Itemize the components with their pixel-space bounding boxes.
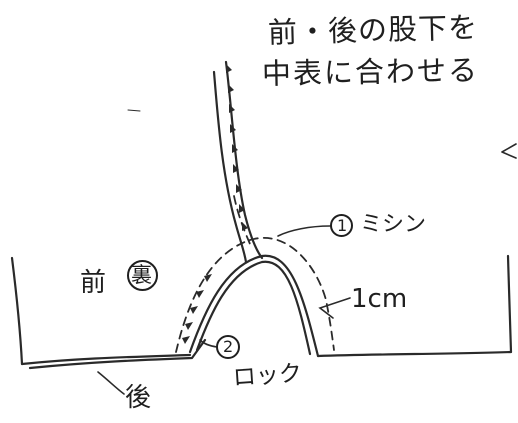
step1-number: 1: [337, 216, 348, 235]
leader-back: [97, 371, 125, 395]
front-label: 前: [80, 268, 107, 298]
right-leg-outer-edge: [506, 254, 513, 354]
leader-step1: [277, 225, 331, 237]
inside-badge: 裏: [127, 260, 158, 291]
step2-number: 2: [223, 337, 234, 356]
right-crotch-line: [316, 350, 513, 358]
back-label: 後: [125, 383, 152, 413]
crotch-arch-inner: [195, 260, 312, 356]
step2-label: ロック: [232, 360, 303, 392]
stitch-line-arch: [175, 237, 335, 353]
stitch-line-inseam: [233, 195, 251, 245]
step1-label: ミシン: [360, 212, 427, 237]
seam-allowance-indicator: [318, 297, 351, 319]
step2-number-badge: 2: [216, 335, 240, 359]
back-crotch-line: [20, 353, 192, 366]
seam-allowance-label: 1cm: [351, 284, 408, 314]
step1-number-badge: 1: [330, 214, 353, 237]
inside-label: 裏: [131, 263, 152, 287]
serger-zigzag-inseam: [226, 64, 248, 231]
stray-mark: [127, 109, 141, 112]
inseam-strip-left: [212, 70, 248, 264]
left-leg-outer-edge: [10, 256, 24, 366]
instruction-line-1: 前・後の股下を: [267, 10, 479, 50]
back-layer-outline: [28, 338, 207, 370]
inseam-strip-right: [224, 60, 264, 260]
serger-zigzag-arch: [182, 274, 212, 344]
leader-step2: [199, 339, 218, 348]
instruction-line-2: 中表に合わせる: [261, 53, 480, 91]
crotch-arch: [188, 254, 320, 358]
top-right-mark: [501, 143, 517, 159]
